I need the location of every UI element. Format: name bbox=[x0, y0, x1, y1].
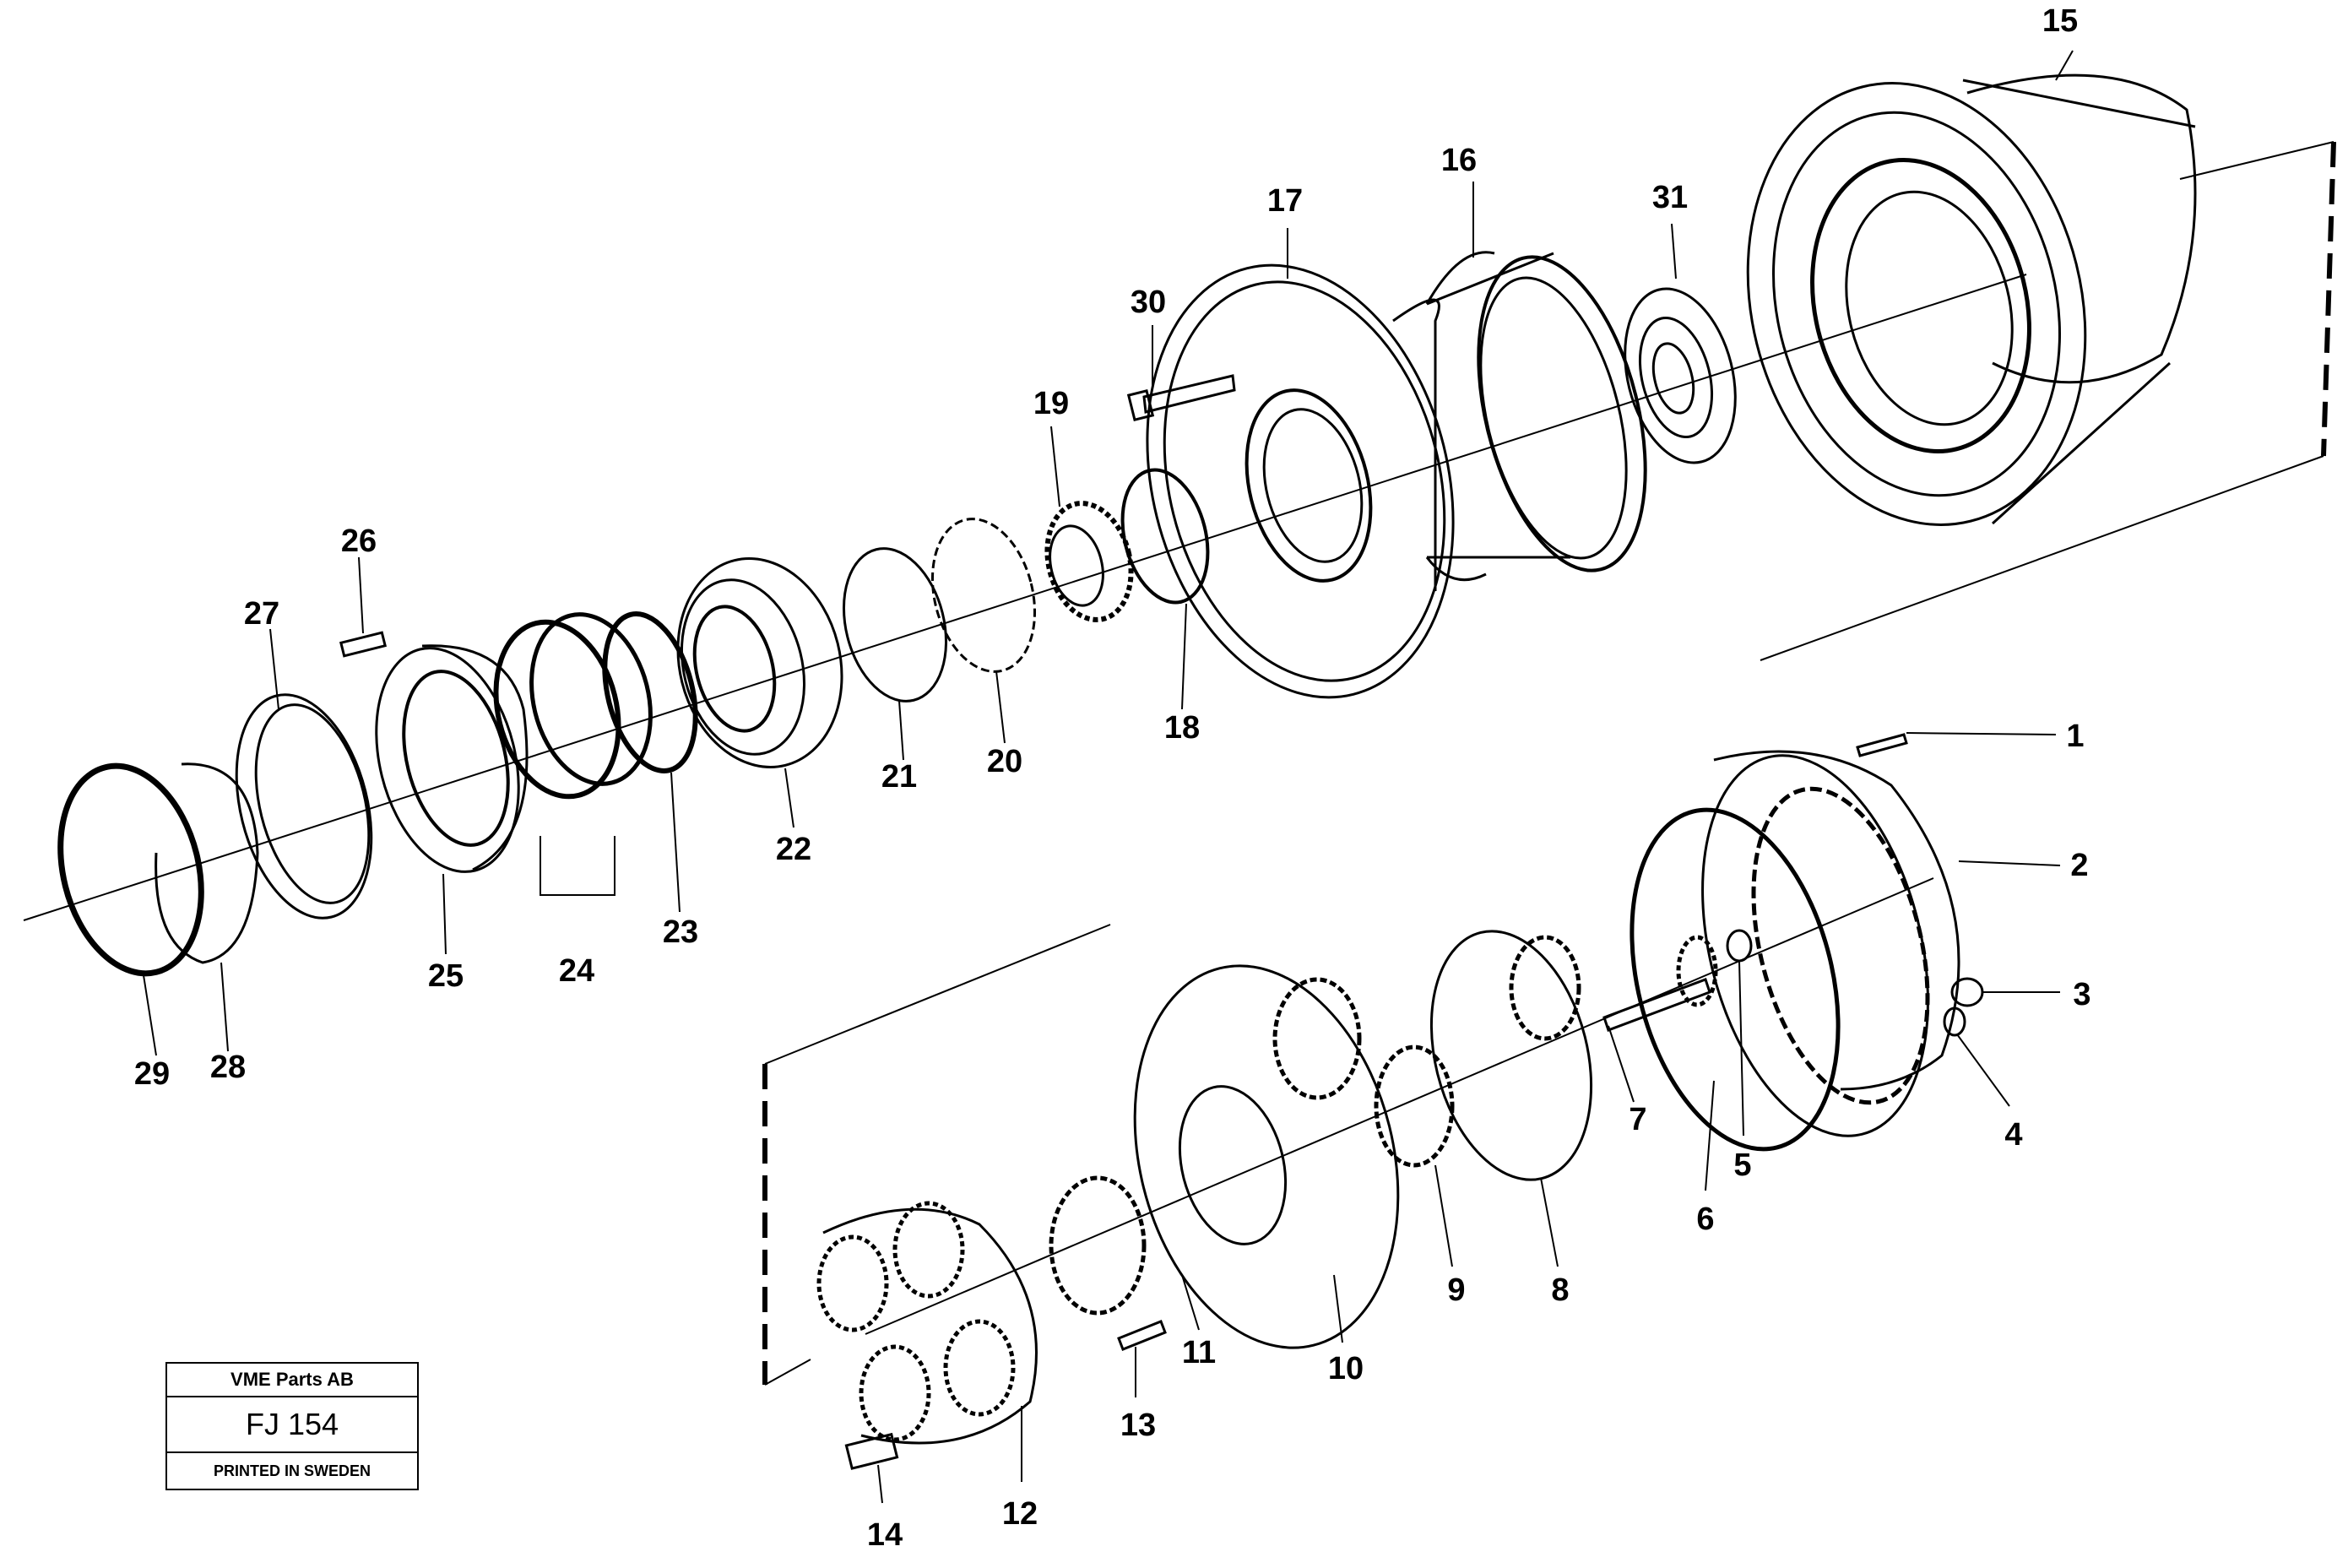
part-21-disc bbox=[842, 547, 948, 703]
upper-axis-line bbox=[23, 274, 2027, 921]
callout-15: 15 bbox=[2042, 3, 2079, 39]
callout-14: 14 bbox=[866, 1517, 903, 1553]
callout-5: 5 bbox=[1733, 1148, 1752, 1183]
callout-3: 3 bbox=[2073, 977, 2091, 1012]
callout-29: 29 bbox=[133, 1056, 171, 1092]
part-22-bearing bbox=[676, 557, 843, 768]
part-24-seal-rings bbox=[493, 612, 653, 896]
part-12-planet-carrier bbox=[816, 1201, 1038, 1445]
part-31-bearing bbox=[1624, 287, 1737, 464]
callout-10: 10 bbox=[1327, 1351, 1364, 1386]
part-15-drum-housing bbox=[1746, 73, 2197, 526]
title-block-stamp: VME Parts AB FJ 154 PRINTED IN SWEDEN bbox=[165, 1362, 419, 1490]
callout-24: 24 bbox=[558, 953, 595, 989]
part-1-screw bbox=[1856, 733, 1908, 757]
part-17-hub-flange bbox=[1146, 263, 1455, 699]
lower-left-boundary-bottom bbox=[764, 1359, 811, 1386]
callout-16: 16 bbox=[1440, 143, 1478, 178]
part-14-pin bbox=[844, 1432, 899, 1470]
part-13-bolt bbox=[1117, 1320, 1167, 1351]
stamp-company: VME Parts AB bbox=[167, 1364, 417, 1397]
callout-8: 8 bbox=[1551, 1272, 1570, 1308]
part-7-shaft bbox=[1602, 935, 1718, 1032]
stamp-code: FJ 154 bbox=[167, 1397, 417, 1453]
callout-20: 20 bbox=[986, 744, 1023, 779]
callout-22: 22 bbox=[775, 832, 812, 867]
callout-31: 31 bbox=[1651, 180, 1689, 215]
part-2-housing bbox=[1701, 750, 1960, 1137]
callout-18: 18 bbox=[1163, 710, 1201, 746]
callout-25: 25 bbox=[427, 958, 464, 994]
callout-2: 2 bbox=[2070, 848, 2089, 883]
upper-right-boundary bbox=[2179, 141, 2334, 180]
part-29-circlip bbox=[57, 762, 204, 977]
callout-1: 1 bbox=[2066, 719, 2085, 754]
part-4-washer bbox=[1943, 1006, 1966, 1037]
callout-17: 17 bbox=[1266, 183, 1304, 219]
leader-lines bbox=[143, 50, 2074, 1504]
upper-right-boundary-vertical bbox=[2321, 141, 2336, 457]
callout-21: 21 bbox=[881, 759, 918, 795]
callout-19: 19 bbox=[1033, 386, 1070, 421]
callout-23: 23 bbox=[662, 914, 699, 950]
callout-4: 4 bbox=[2004, 1117, 2023, 1153]
callout-28: 28 bbox=[209, 1050, 247, 1085]
part-26-screw bbox=[339, 631, 388, 658]
callout-6: 6 bbox=[1696, 1202, 1715, 1237]
part-5-thrust-piece bbox=[1726, 929, 1753, 963]
callout-13: 13 bbox=[1120, 1408, 1157, 1443]
upper-right-boundary-bottom bbox=[1760, 455, 2324, 661]
lower-axis-line bbox=[865, 877, 1934, 1335]
part-19-gear bbox=[1044, 501, 1134, 622]
callout-30: 30 bbox=[1130, 285, 1167, 320]
lower-left-boundary bbox=[764, 924, 1111, 1065]
callout-11: 11 bbox=[1181, 1335, 1217, 1370]
callout-27: 27 bbox=[243, 596, 280, 632]
callout-7: 7 bbox=[1629, 1102, 1647, 1137]
part-11-gear bbox=[1049, 1175, 1147, 1316]
part-28-snap-ring bbox=[155, 762, 259, 964]
part-9-gear bbox=[1374, 1044, 1455, 1168]
callout-9: 9 bbox=[1447, 1272, 1466, 1308]
part-10-carrier bbox=[1133, 964, 1400, 1349]
part-25-drilled-ring bbox=[375, 644, 529, 873]
part-23-ring bbox=[602, 611, 698, 773]
callout-26: 26 bbox=[340, 524, 377, 559]
callout-12: 12 bbox=[1001, 1496, 1038, 1532]
part-30-bolt bbox=[1126, 374, 1236, 422]
part-27-ring bbox=[235, 693, 373, 920]
stamp-printed: PRINTED IN SWEDEN bbox=[213, 1462, 371, 1479]
part-8-carrier bbox=[1429, 930, 1593, 1181]
